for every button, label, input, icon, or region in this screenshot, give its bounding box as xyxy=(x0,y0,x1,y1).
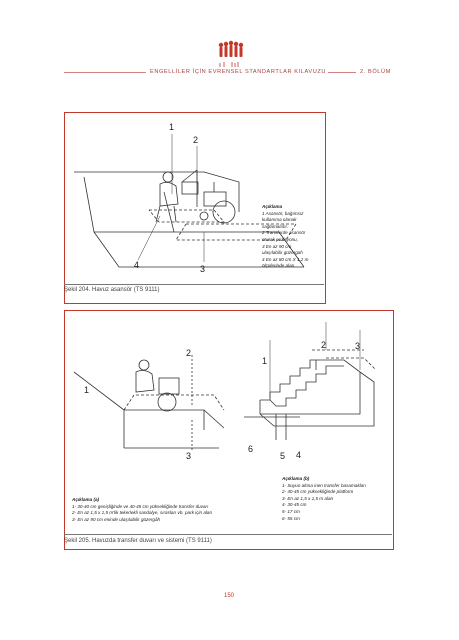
figure-204-illustration xyxy=(74,134,305,268)
figure-205-caption: Şekil 205. Havuzda transfer duvarı ve si… xyxy=(64,538,212,544)
explanation-b-line: 3- En az 1,5 x 1,5 m alan xyxy=(282,495,334,501)
explanation-line: 1 Asansör, bağımsız xyxy=(262,210,304,216)
fig205-callout-4: 4 xyxy=(296,450,302,460)
figure-205-frame xyxy=(64,310,394,550)
header-title: ENGELLİLER İÇİN EVRENSEL STANDARTLAR KIL… xyxy=(150,69,327,75)
explanation-b-line: 2- 40-45 cm yüksekliğinde platform xyxy=(282,489,354,495)
fig205-callout-5: 5 xyxy=(280,451,286,461)
fig204-callout-4: 4 xyxy=(134,260,140,270)
header-rule-right xyxy=(328,72,356,73)
figure-205-illustration xyxy=(73,322,377,450)
fig205-callout-2b: 2 xyxy=(321,340,327,350)
explanation-line: 4 En az 80 cm X 1,2 m xyxy=(262,256,309,262)
figure-205-rule xyxy=(64,534,392,535)
explanation-b-line: 6- 55 cm xyxy=(282,515,300,521)
figure-205-explanation-b: Açıklama (b) 1- Suyun altına inen transf… xyxy=(282,476,387,522)
explanation-a-title: Açıklama (a) xyxy=(72,497,100,502)
explanation-line: 2 Transferde asansör xyxy=(262,230,306,236)
fig205-callout-1a: 1 xyxy=(84,385,90,395)
figure-204-frame xyxy=(64,112,326,304)
explanation-a-line: 1- 30-40 cm genişliğinde ve 40-45 cm yük… xyxy=(72,503,209,509)
figure-204-explanation: Açıklama 1 Asansör, bağımsız kullanıma o… xyxy=(262,204,322,270)
figure-205-explanation-a: Açıklama (a) 1- 30-40 cm genişliğinde ve… xyxy=(72,497,272,523)
fig204-callout-2: 2 xyxy=(193,135,199,145)
explanation-line: kullanıma olanak xyxy=(262,217,297,223)
fig205-callout-1b: 1 xyxy=(262,356,268,366)
header-section: 2. BÖLÜM xyxy=(360,69,391,75)
logo-icon xyxy=(218,40,244,67)
explanation-line: ulaşılabilir güzergah xyxy=(262,250,303,256)
explanation-b-title: Açıklama (b) xyxy=(282,476,310,481)
figure-204-rule xyxy=(64,284,324,285)
fig204-callout-1: 1 xyxy=(169,122,175,132)
fig205-callout-2a: 2 xyxy=(186,348,192,358)
page-number: 150 xyxy=(224,593,235,599)
explanation-line: ölçülerinde alan. xyxy=(262,263,296,269)
header-rule-left xyxy=(64,72,146,73)
explanation-line: sağlamalıdır. xyxy=(262,223,289,229)
figure-204-caption: Şekil 204. Havuz asansör (TS 9111) xyxy=(64,287,160,293)
explanation-b-line: 5- 17 cm xyxy=(282,508,300,514)
fig205-callout-3a: 3 xyxy=(186,451,192,461)
fig205-callout-3b: 3 xyxy=(355,341,361,351)
explanation-b-line: 1- Suyun altına inen transfer basamaklar… xyxy=(282,482,367,488)
explanation-title: Açıklama xyxy=(262,204,283,209)
explanation-b-line: 4- 30-45 cm xyxy=(282,502,307,508)
fig205-callout-6: 6 xyxy=(248,444,254,454)
explanation-a-line: 2- En az 1,5 x 1,5 m'lik tekerlekli sand… xyxy=(72,510,213,516)
explanation-line: 3 En az 90 cm xyxy=(262,243,292,249)
explanation-line: oturak pozisyonu, xyxy=(262,236,299,242)
fig204-callout-3: 3 xyxy=(200,264,206,274)
explanation-a-line: 3- En az 90 cm eninde ulaşılabilir güzer… xyxy=(72,516,161,522)
